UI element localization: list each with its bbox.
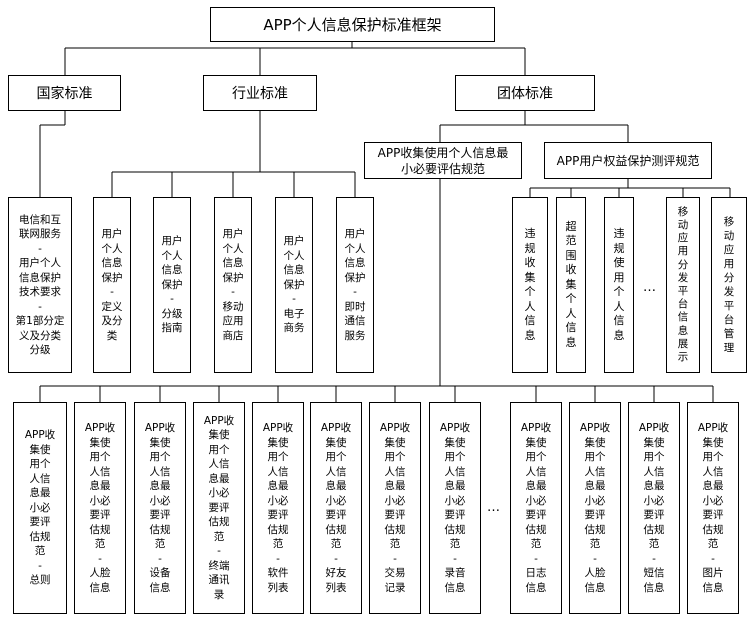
root-title: APP个人信息保护标准框架	[210, 7, 495, 42]
min-item: APP收 集使 用个 人信 息最 小必 要评 估规 范 - 日志 信息	[510, 402, 562, 614]
min-item: APP收 集使 用个 人信 息最 小必 要评 估规 范 - 录音 信息	[429, 402, 481, 614]
min-item: APP收 集使 用个 人信 息最 小必 要评 估规 范 - 人脸 信息	[569, 402, 621, 614]
industry-item: 用户 个人 信息 保护 - 分级 指南	[153, 197, 191, 373]
rights-item: 违 规 收 集 个 人 信 息	[512, 197, 548, 373]
national-item: 电信和互 联网服务 - 用户个人 信息保护 技术要求 - 第1部分定 义及分类 …	[8, 197, 72, 373]
group-standards: 团体标准	[455, 75, 595, 111]
rights-ellipsis: …	[643, 280, 656, 295]
min-item: APP收 集使 用个 人信 息最 小必 要评 估规 范 - 人脸 信息	[74, 402, 126, 614]
min-necessary-spec: APP收集使用个人信息最 小必要评估规范	[364, 142, 522, 179]
rights-item: 移 动 应 用 分 发 平 台 信 息 展 示	[666, 197, 700, 373]
industry-standards: 行业标准	[203, 75, 317, 111]
min-item: APP收 集使 用个 人信 息最 小必 要评 估规 范 - 短信 信息	[628, 402, 680, 614]
min-item: APP收 集使 用个 人信 息最 小必 要评 估规 范 - 终端 通讯 录	[193, 402, 245, 614]
rights-item: 超 范 围 收 集 个 人 信 息	[556, 197, 586, 373]
industry-item: 用户 个人 信息 保护 - 移动 应用 商店	[214, 197, 252, 373]
min-item: APP收 集使 用个 人信 息最 小必 要评 估规 范 - 设备 信息	[134, 402, 186, 614]
min-item: APP收 集使 用个 人信 息最 小必 要评 估规 范 - 总则	[13, 402, 67, 614]
min-item: APP收 集使 用个 人信 息最 小必 要评 估规 范 - 软件 列表	[252, 402, 304, 614]
min-item: APP收 集使 用个 人信 息最 小必 要评 估规 范 - 交易 记录	[369, 402, 421, 614]
national-standards: 国家标准	[8, 75, 121, 111]
industry-item: 用户 个人 信息 保护 - 电子 商务	[275, 197, 313, 373]
rights-item: 移 动 应 用 分 发 平 台 管 理	[711, 197, 747, 373]
industry-item: 用户 个人 信息 保护 - 即时 通信 服务	[336, 197, 374, 373]
user-rights-spec: APP用户权益保护测评规范	[544, 142, 712, 179]
min-item: APP收 集使 用个 人信 息最 小必 要评 估规 范 - 图片 信息	[687, 402, 739, 614]
min-item: APP收 集使 用个 人信 息最 小必 要评 估规 范 - 好友 列表	[310, 402, 362, 614]
industry-item: 用户 个人 信息 保护 - 定义 及分 类	[93, 197, 131, 373]
min-ellipsis: …	[487, 500, 500, 515]
rights-item: 违 规 使 用 个 人 信 息	[604, 197, 634, 373]
